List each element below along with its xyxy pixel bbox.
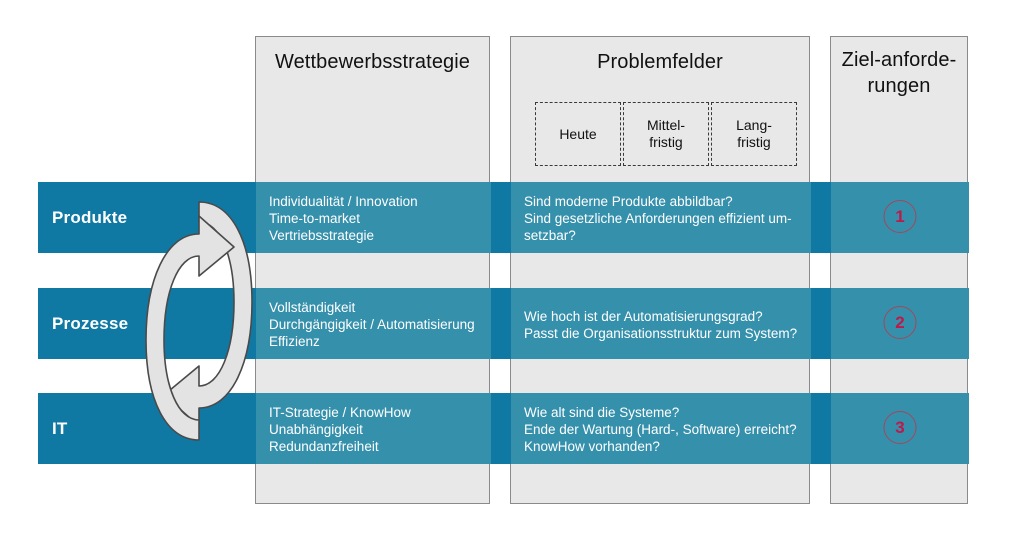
row-label-it: IT <box>52 418 68 438</box>
cell-produkte-strategy: Individualität / Innovation Time-to-mark… <box>256 182 491 253</box>
cell-it-strategy: IT-Strategie / KnowHow Unabhängigkeit Re… <box>256 393 491 464</box>
cell-it-strategy-text: IT-Strategie / KnowHow Unabhängigkeit Re… <box>269 404 483 455</box>
cell-prozesse-problems: Wie hoch ist der Automatisierungsgrad? P… <box>511 288 811 359</box>
timeframe-label-langfristig: Lang- fristig <box>736 117 772 151</box>
timeframe-label-mittelfristig-line1: Mittel- <box>646 117 686 133</box>
problem-line: Ende der Wartung (Hard-, Software) errei… <box>524 422 797 437</box>
problem-line: Sind moderne Produkte abbildbar? <box>524 194 733 209</box>
cell-prozesse-ziel: 2 <box>831 288 969 359</box>
row-it: IT IT-Strategie / KnowHow Unabhängigkeit… <box>38 393 969 464</box>
timeframe-label-langfristig-line1: Lang- <box>736 117 772 133</box>
row-produkte: Produkte Individualität / Innovation Tim… <box>38 182 969 253</box>
strategy-line: Vollständigkeit <box>269 300 356 315</box>
strategy-line: Individualität / Innovation <box>269 194 418 209</box>
strategy-line: Vertriebsstrategie <box>269 228 375 243</box>
timeframe-label-mittelfristig: Mittel- fristig <box>647 117 685 151</box>
cell-it-problems: Wie alt sind die Systeme? Ende der Wartu… <box>511 393 811 464</box>
strategy-line: IT-Strategie / KnowHow <box>269 405 411 420</box>
strategy-line: Effizienz <box>269 334 320 349</box>
strategy-line: Redundanzfreiheit <box>269 439 379 454</box>
problem-line: setzbar? <box>524 228 576 243</box>
problem-line: Sind gesetzliche Anforderungen effizient… <box>524 211 792 226</box>
cell-prozesse-problems-text: Wie hoch ist der Automatisierungsgrad? P… <box>524 308 803 342</box>
cell-produkte-strategy-text: Individualität / Innovation Time-to-mark… <box>269 193 483 244</box>
row-label-prozesse: Prozesse <box>52 313 129 333</box>
ziel-number-badge-2: 2 <box>883 306 917 339</box>
cell-produkte-problems-text: Sind moderne Produkte abbildbar? Sind ge… <box>524 193 803 244</box>
panel-title-problem: Problemfelder <box>597 51 723 73</box>
timeframe-box-langfristig: Lang- fristig <box>711 102 797 166</box>
panel-title-ziel-line1: Ziel-anforde- <box>841 49 957 71</box>
strategy-line: Unabhängigkeit <box>269 422 363 437</box>
strategy-line: Time-to-market <box>269 211 361 226</box>
ziel-number-badge-3: 3 <box>883 411 917 444</box>
cell-it-problems-text: Wie alt sind die Systeme? Ende der Wartu… <box>524 404 803 455</box>
cell-prozesse-strategy: Vollständigkeit Durchgängigkeit / Automa… <box>256 288 491 359</box>
row-prozesse: Prozesse Vollständigkeit Durchgängigkeit… <box>38 288 969 359</box>
timeframe-box-mittelfristig: Mittel- fristig <box>623 102 709 166</box>
panel-title-strategy: Wettbewerbsstrategie <box>274 51 471 73</box>
cell-it-ziel: 3 <box>831 393 969 464</box>
problem-line: Wie hoch ist der Automatisierungsgrad? <box>524 309 763 324</box>
timeframe-box-heute: Heute <box>535 102 621 166</box>
timeframe-label-mittelfristig-line2: fristig <box>649 134 683 150</box>
cell-produkte-problems: Sind moderne Produkte abbildbar? Sind ge… <box>511 182 811 253</box>
ziel-number-badge-1: 1 <box>883 200 917 233</box>
row-label-produkte: Produkte <box>52 207 128 227</box>
cell-prozesse-strategy-text: Vollständigkeit Durchgängigkeit / Automa… <box>269 299 483 350</box>
cell-produkte-ziel: 1 <box>831 182 969 253</box>
panel-title-ziel-line2: rungen <box>867 75 931 97</box>
timeframe-label-heute: Heute <box>559 125 597 142</box>
problem-line: Passt die Organisationsstruktur zum Syst… <box>524 326 798 341</box>
problem-line: KnowHow vorhanden? <box>524 439 660 454</box>
strategy-line: Durchgängigkeit / Automatisierung <box>269 317 475 332</box>
timeframe-label-langfristig-line2: fristig <box>737 134 771 150</box>
problem-line: Wie alt sind die Systeme? <box>524 405 680 420</box>
